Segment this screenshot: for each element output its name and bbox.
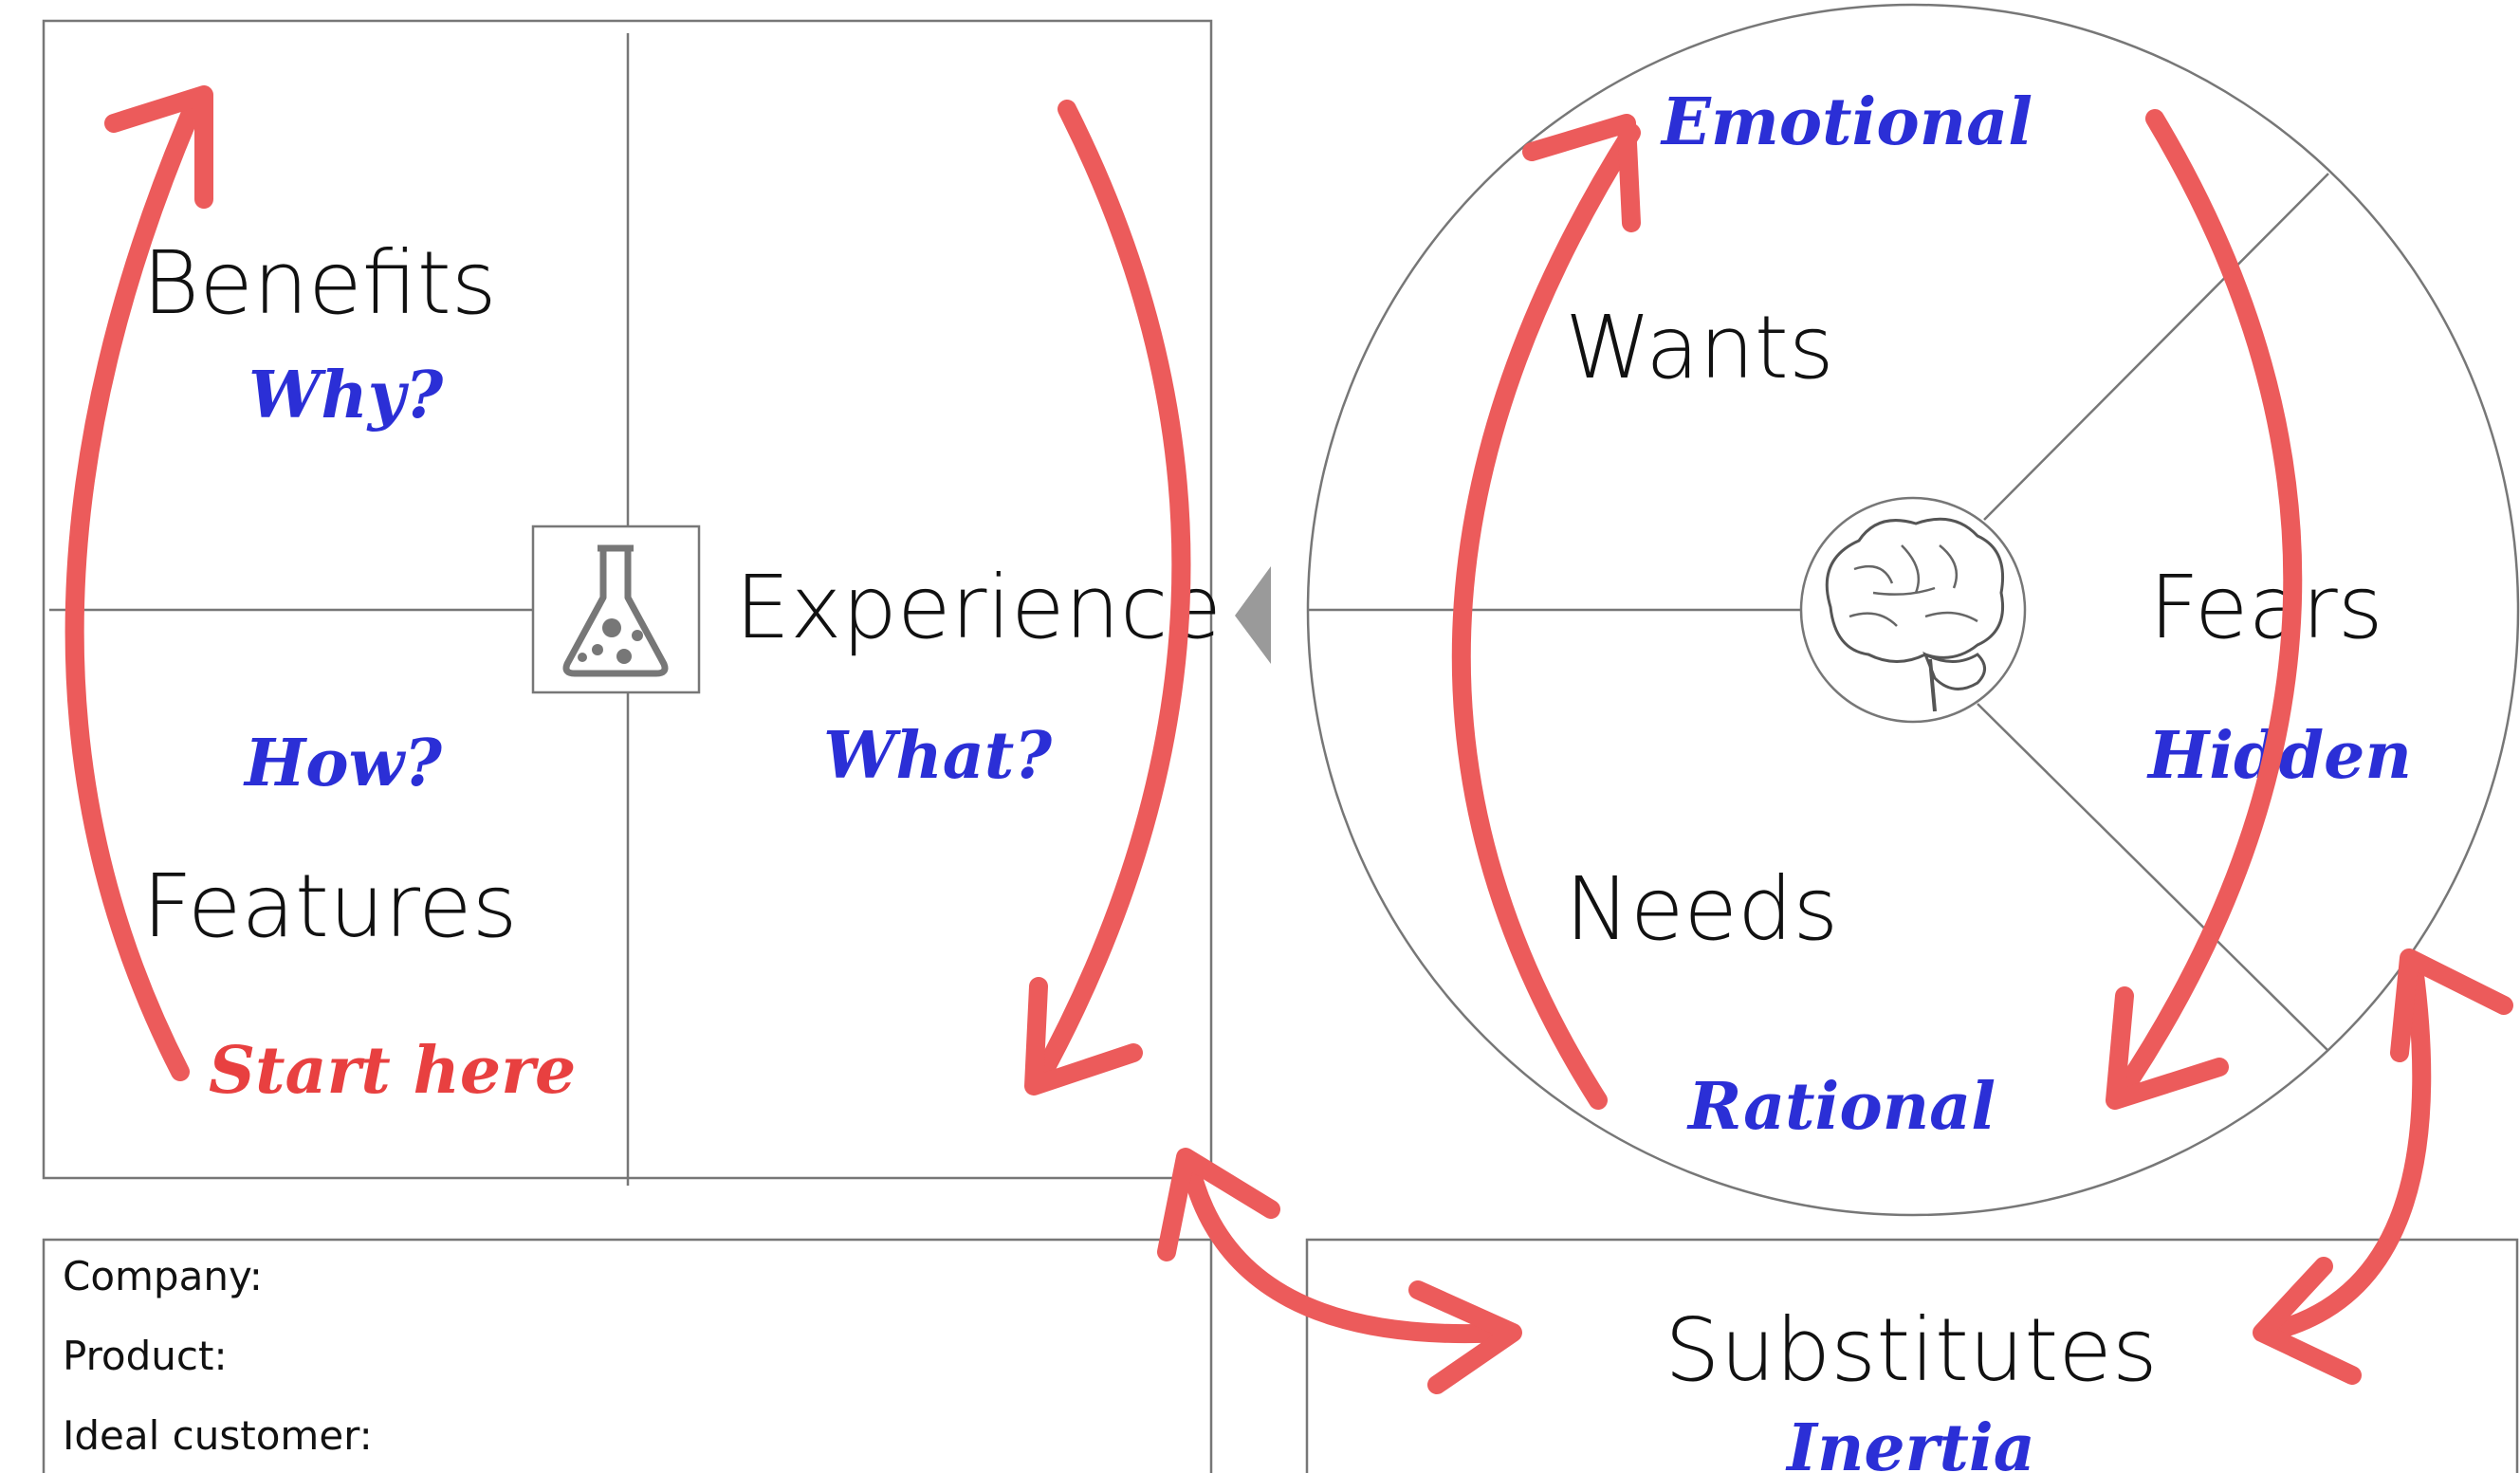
arrow-head-square <box>1157 1148 1280 1261</box>
arrow-head-circle <box>2390 948 2513 1062</box>
emotional-annotation: Emotional <box>1660 84 2033 160</box>
arrow-head-substitutes-right <box>2253 1257 2362 1385</box>
substitutes-frame <box>1305 1238 2519 1473</box>
arrow-head-benefits <box>104 85 213 209</box>
flask-icon <box>531 525 701 694</box>
arrow-experience-down <box>1029 100 1191 1091</box>
brain-icon <box>1799 496 2027 724</box>
inertia-annotation: Inertia <box>1785 1410 2035 1473</box>
experience-label: Experience <box>735 557 1222 658</box>
customer-upper-divider <box>1983 173 2329 521</box>
proposition-square: Benefits Why? How? Features Experience W… <box>42 19 1222 1186</box>
arrow-head-rational <box>2106 986 2229 1110</box>
ideal-customer-label: Ideal customer: <box>63 1412 373 1459</box>
info-box: Company: Product: Ideal customer: <box>42 1238 1213 1473</box>
features-label: Features <box>142 856 518 957</box>
start-here-annotation: Start here <box>209 1033 576 1109</box>
substitutes-label: Substitutes <box>1665 1299 2158 1401</box>
pointer-arrow-icon <box>1235 566 1271 664</box>
customer-frame <box>1306 3 2520 1217</box>
customer-circle: Wants Needs Fears Emotional Rational Hid… <box>1306 3 2520 1217</box>
rational-annotation: Rational <box>1686 1069 1996 1145</box>
customer-lower-divider <box>1977 703 2329 1052</box>
fears-label: Fears <box>2149 557 2383 658</box>
arrow-features-to-benefits <box>64 95 204 1081</box>
arrow-square-to-substitutes <box>1181 1157 1513 1344</box>
red-arrows <box>64 85 2513 1394</box>
info-frame <box>42 1238 1213 1473</box>
arrow-rational-to-emotional <box>1451 123 1641 1110</box>
arrow-head-substitutes-left <box>1408 1280 1522 1394</box>
how-annotation: How? <box>243 726 443 801</box>
arrow-emotional-to-rational <box>2110 109 2303 1105</box>
substitutes-box: Substitutes Inertia <box>1305 1238 2519 1473</box>
what-annotation: What? <box>823 718 1053 794</box>
why-annotation: Why? <box>248 358 444 433</box>
product-label: Product: <box>63 1333 228 1379</box>
needs-label: Needs <box>1565 858 1838 960</box>
wants-label: Wants <box>1565 297 1834 398</box>
arrow-circle-to-substitutes <box>2257 958 2432 1342</box>
company-label: Company: <box>63 1253 263 1299</box>
arrow-head-experience <box>1024 977 1143 1096</box>
benefits-label: Benefits <box>142 232 497 334</box>
arrow-head-emotional <box>1522 114 1641 232</box>
